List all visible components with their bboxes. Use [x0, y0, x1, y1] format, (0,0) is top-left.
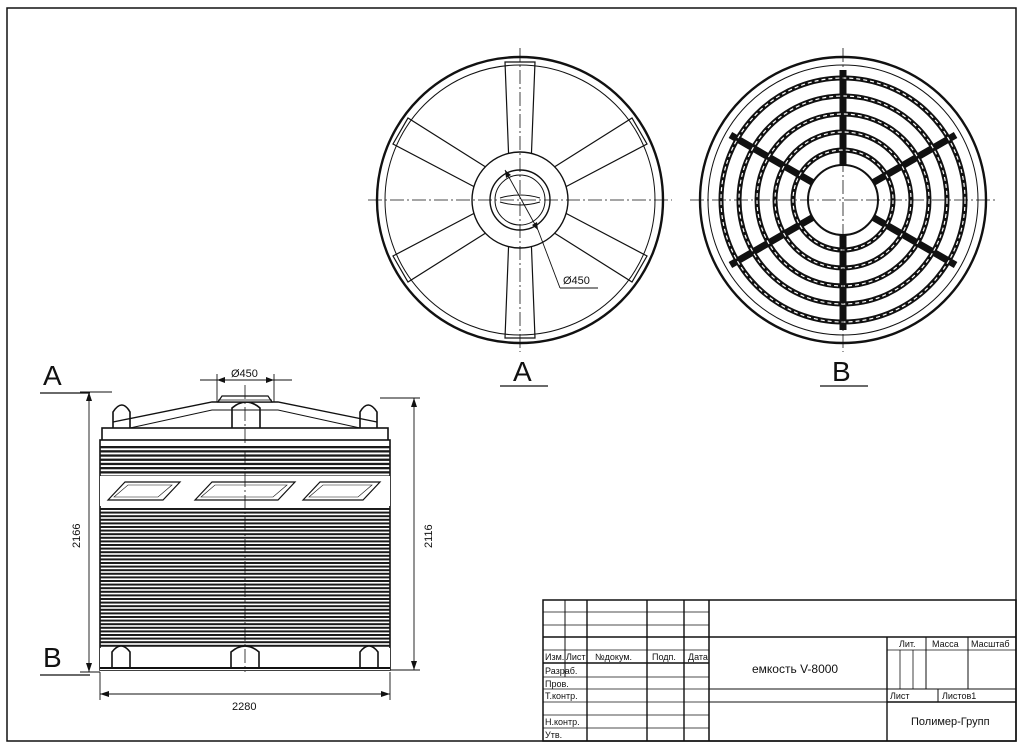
tank-rib	[100, 558, 390, 561]
title-block	[542, 599, 1017, 742]
overall-height-dimension: 2166	[71, 524, 83, 548]
tank-rib	[100, 619, 390, 622]
tank-rib	[100, 576, 390, 579]
tank-rib	[100, 536, 390, 539]
tank-rib	[100, 515, 390, 518]
tank-windows	[106, 481, 382, 501]
company-name: Полимер-Групп	[911, 716, 990, 728]
listov-label: Листов1	[942, 691, 976, 701]
col-list: Лист	[566, 652, 586, 662]
sheet-frame	[6, 7, 1017, 742]
view-b-label: B	[832, 356, 851, 387]
diameter-dimension: 2280	[232, 701, 256, 713]
col-doc: №докум.	[595, 652, 632, 662]
row-nkontr: Н.контр.	[545, 717, 580, 727]
product-name: емкость V-8000	[752, 662, 838, 676]
view-b-bottom	[690, 48, 996, 352]
col-podp: Подп.	[652, 652, 676, 662]
body-height-dimension: 2116	[423, 524, 435, 548]
side-section-a-label: A	[43, 360, 62, 391]
row-razrab: Разраб.	[545, 666, 577, 676]
side-section-b-label: B	[43, 642, 62, 673]
col-data: Дата	[688, 652, 708, 662]
row-utv: Утв.	[545, 730, 562, 740]
lit-label: Лит.	[899, 639, 916, 649]
tank-rib	[100, 580, 390, 582]
tank-rib	[100, 641, 390, 644]
tank-rib	[100, 601, 390, 604]
masshtab-label: Масштаб	[971, 639, 1010, 649]
list-label: Лист	[890, 691, 910, 701]
view-a-hole-dimension: Ø450	[563, 275, 590, 287]
tank-rib	[100, 598, 390, 600]
row-tkontr: Т.контр.	[545, 691, 578, 701]
tank-rib	[100, 471, 390, 474]
col-izm: Изм.	[545, 652, 564, 662]
tank-rib	[100, 623, 390, 626]
tank-rib	[100, 554, 390, 557]
view-a-label: A	[513, 356, 532, 387]
side-dimensions	[80, 374, 420, 700]
massa-label: Масса	[932, 639, 959, 649]
side-hole-dimension: Ø450	[231, 368, 258, 380]
title-block-text: Изм. Лист №докум. Подп. Дата Разраб. Про…	[545, 639, 1010, 740]
row-prov: Пров.	[545, 679, 569, 689]
tank-side-view	[99, 385, 391, 672]
view-a-top: Ø450	[368, 48, 672, 352]
